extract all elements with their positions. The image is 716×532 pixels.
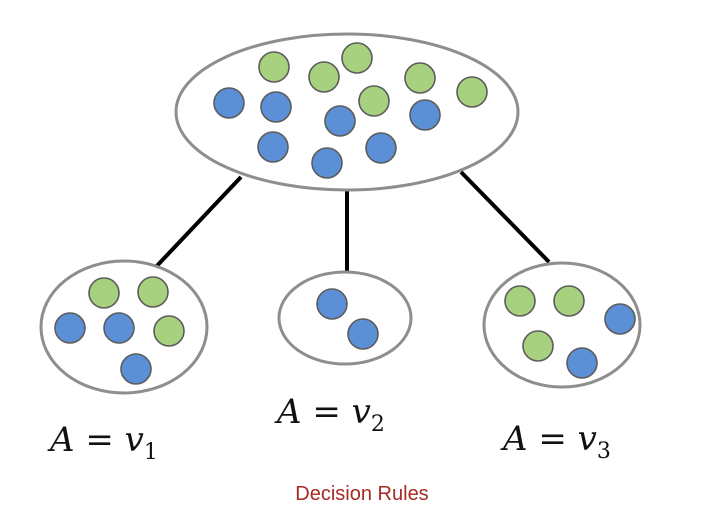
child-node-2 xyxy=(277,270,413,366)
child-node-3-items xyxy=(504,285,636,379)
blue-item-dot xyxy=(409,99,441,131)
blue-item-dot xyxy=(311,147,343,179)
child-node-2-ellipse xyxy=(277,270,413,366)
blue-item-dot xyxy=(54,312,86,344)
root-node xyxy=(174,32,520,192)
diagram-caption: Decision Rules xyxy=(295,483,428,505)
child-node-2-items xyxy=(316,288,379,350)
green-item-dot xyxy=(341,42,373,74)
green-item-dot xyxy=(358,85,390,117)
root-node-items xyxy=(213,42,488,179)
blue-item-dot xyxy=(120,353,152,385)
blue-item-dot xyxy=(257,131,289,163)
branch-label-1: A = v1 xyxy=(47,420,158,465)
edge-root-to-child-1 xyxy=(151,175,243,272)
blue-item-dot xyxy=(347,318,379,350)
branch-label-3: A = v3 xyxy=(500,419,611,464)
child-node-3 xyxy=(482,261,642,389)
green-item-dot xyxy=(258,51,290,83)
branch-label-2: A = v2 xyxy=(274,392,385,437)
green-item-dot xyxy=(404,62,436,94)
green-item-dot xyxy=(153,315,185,347)
blue-item-dot xyxy=(365,132,397,164)
blue-item-dot xyxy=(260,91,292,123)
green-item-dot xyxy=(522,330,554,362)
edge-root-to-child-3 xyxy=(459,170,551,264)
blue-item-dot xyxy=(566,347,598,379)
green-item-dot xyxy=(504,285,536,317)
blue-item-dot xyxy=(213,87,245,119)
green-item-dot xyxy=(456,76,488,108)
green-item-dot xyxy=(88,277,120,309)
blue-item-dot xyxy=(316,288,348,320)
child-node-1-items xyxy=(54,276,185,385)
blue-item-dot xyxy=(604,303,636,335)
green-item-dot xyxy=(137,276,169,308)
blue-item-dot xyxy=(324,105,356,137)
green-item-dot xyxy=(308,61,340,93)
green-item-dot xyxy=(553,285,585,317)
child-node-1 xyxy=(39,259,209,395)
blue-item-dot xyxy=(103,312,135,344)
